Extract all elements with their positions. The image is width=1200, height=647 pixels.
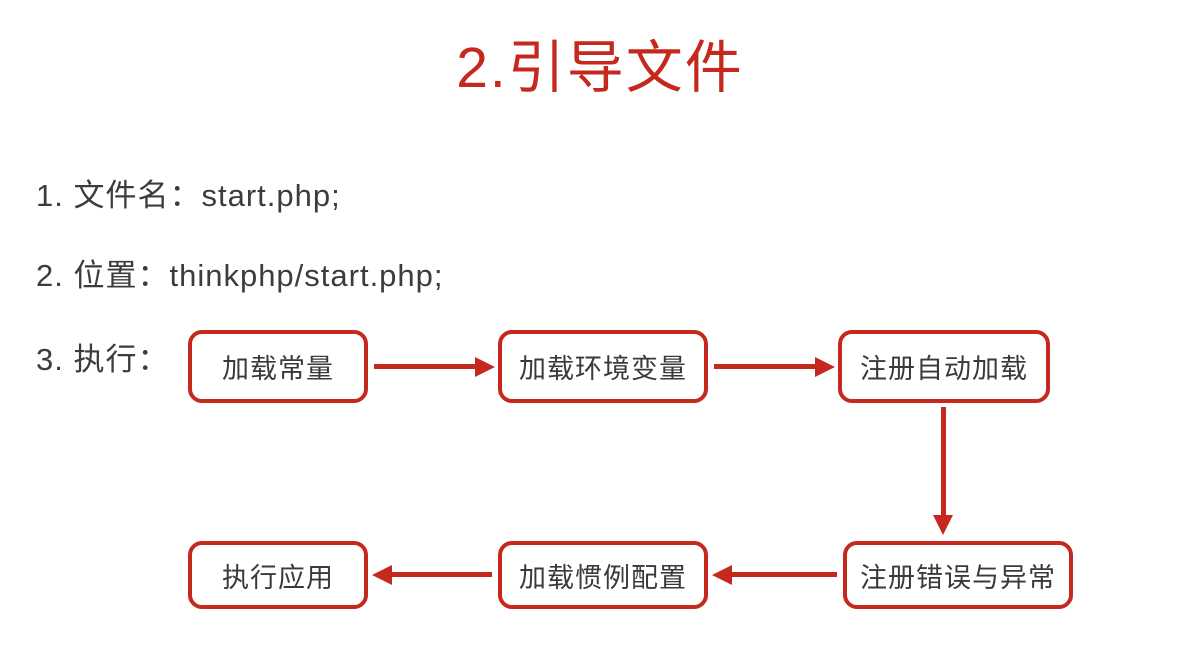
flow-node-register-error-exception: 注册错误与异常 (843, 541, 1073, 609)
arrow-down-1 (933, 407, 953, 535)
arrow-right-2 (714, 357, 835, 377)
arrow-right-1 (374, 357, 495, 377)
page-title: 2.引导文件 (456, 36, 744, 100)
flow-node-load-convention-config: 加载惯例配置 (498, 541, 708, 609)
flow-node-load-env-vars: 加载环境变量 (498, 330, 708, 403)
arrow-left-1 (712, 565, 837, 585)
list-item-filename: 1. 文件名：start.php; (36, 178, 341, 213)
flow-node-load-constants: 加载常量 (188, 330, 368, 403)
flow-node-run-application: 执行应用 (188, 541, 368, 609)
arrow-left-2 (372, 565, 492, 585)
flow-node-register-autoload: 注册自动加载 (838, 330, 1050, 403)
list-item-execute: 3. 执行： (36, 342, 170, 377)
list-item-location: 2. 位置：thinkphp/start.php; (36, 258, 444, 293)
